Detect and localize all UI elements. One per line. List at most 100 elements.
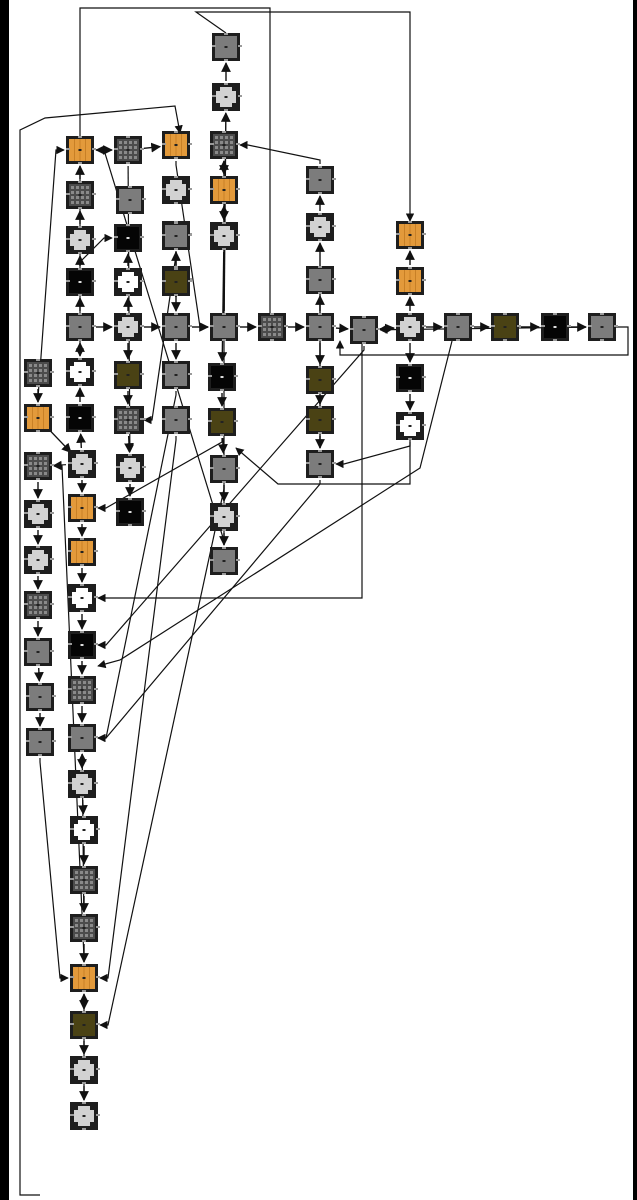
floor-tile (90, 919, 93, 922)
room-node-b3 (162, 176, 192, 204)
door-notch (24, 558, 28, 560)
floor-tile (90, 929, 93, 932)
door-notch (318, 450, 322, 452)
floor-tile (215, 141, 218, 144)
door-notch (126, 361, 130, 363)
room-sprite (78, 239, 82, 241)
room-node-i3 (396, 313, 426, 341)
door-notch (96, 1114, 100, 1116)
room-node-a9 (68, 494, 98, 522)
door-notch (66, 280, 70, 282)
door-notch (234, 420, 238, 422)
room-sprite (174, 419, 178, 421)
door-notch (408, 390, 412, 392)
room-node-e2 (212, 83, 242, 111)
door-notch (52, 695, 56, 697)
room-node-z6 (24, 591, 54, 619)
edge-g3-h1 (335, 323, 350, 334)
room-sprite (80, 737, 84, 739)
floor-tile (88, 686, 91, 689)
door-notch (210, 515, 214, 517)
room-sprite (82, 927, 86, 929)
door-notch (80, 702, 84, 704)
door-notch (70, 1023, 74, 1025)
room-node-c5 (114, 361, 144, 389)
door-notch (162, 418, 166, 420)
floor-tile (80, 934, 83, 937)
long-edge-d6-a19 (99, 436, 177, 983)
room-node-a7 (66, 404, 96, 432)
door-notch (114, 148, 118, 150)
room-node-e4 (210, 131, 240, 159)
door-notch (222, 131, 226, 133)
floor-tile (39, 462, 42, 465)
door-notch (174, 387, 178, 389)
floor-tile (39, 601, 42, 604)
floor-tile (230, 151, 233, 154)
floor-tile (268, 333, 271, 336)
door-notch (491, 325, 495, 327)
outer-loop-6 (235, 440, 411, 485)
door-notch (238, 95, 242, 97)
door-notch (80, 476, 84, 478)
door-notch (174, 294, 178, 296)
floor-tile (268, 318, 271, 321)
room-node-b1 (114, 136, 144, 164)
door-notch (222, 529, 226, 531)
room-node-a17 (70, 866, 100, 894)
room-sprite (78, 326, 82, 328)
room-sprite (126, 281, 130, 283)
door-notch (94, 688, 98, 690)
door-notch (92, 148, 96, 150)
floor-tile (34, 472, 37, 475)
door-notch (174, 268, 178, 270)
room-node-e5 (210, 176, 240, 204)
door-notch (408, 293, 412, 295)
floor-tile (88, 681, 91, 684)
floor-tile (124, 146, 127, 149)
door-notch (220, 389, 224, 391)
room-sprite (78, 371, 82, 373)
door-notch (318, 239, 322, 241)
floor-tile (44, 369, 47, 372)
floor-tile (129, 156, 132, 159)
floor-tile (129, 421, 132, 424)
room-node-a10 (68, 538, 98, 566)
door-notch (36, 430, 40, 432)
door-notch (306, 225, 310, 227)
room-sprite (222, 235, 226, 237)
floor-tile (86, 186, 89, 189)
long-edge-a8-z3 (53, 460, 67, 470)
door-notch (270, 339, 274, 341)
door-notch (208, 375, 212, 377)
room-node-g2 (306, 213, 336, 241)
door-notch (236, 234, 240, 236)
door-notch (362, 342, 366, 344)
door-notch (26, 740, 30, 742)
room-sprite (80, 783, 84, 785)
room-sprite (82, 1069, 86, 1071)
door-notch (114, 236, 118, 238)
floor-tile (83, 691, 86, 694)
room-node-i4 (396, 364, 426, 392)
door-notch (306, 325, 310, 327)
door-notch (94, 782, 98, 784)
floor-tile (119, 426, 122, 429)
room-sprite (408, 425, 412, 427)
floor-tile (34, 374, 37, 377)
floor-tile (134, 141, 137, 144)
floor-tile (263, 323, 266, 326)
door-notch (116, 466, 120, 468)
room-sprite (220, 421, 224, 423)
room-node-g5 (306, 406, 336, 434)
room-sprite (80, 507, 84, 509)
room-sprite (222, 468, 226, 470)
floor-tile (225, 151, 228, 154)
room-sprite (80, 463, 84, 465)
door-notch (224, 83, 228, 85)
door-notch (126, 224, 130, 226)
door-notch (210, 143, 214, 145)
room-node-a20 (70, 1011, 100, 1039)
room-sprite (80, 644, 84, 646)
